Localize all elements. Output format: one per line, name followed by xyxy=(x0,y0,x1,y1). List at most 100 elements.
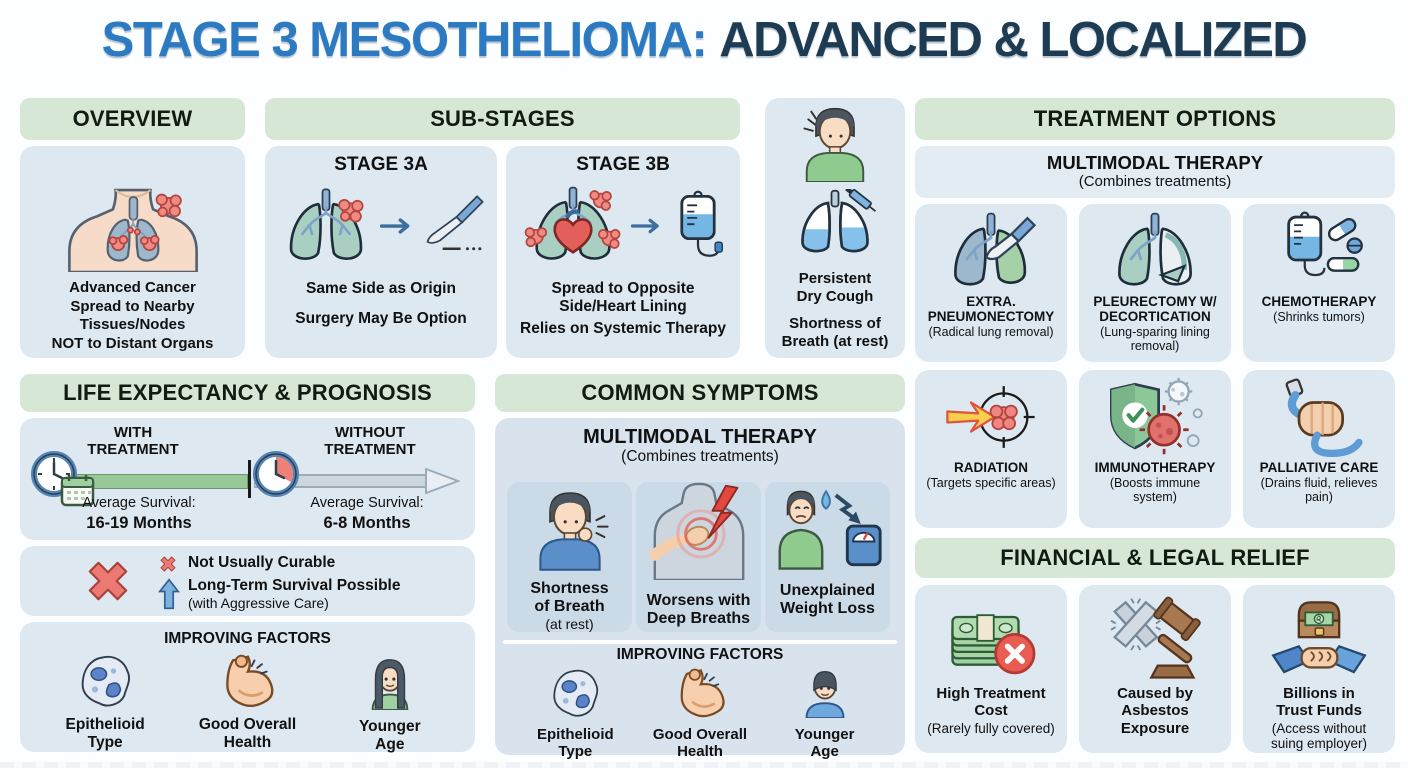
clock-calendar-icon xyxy=(30,450,96,513)
treatment-name: IMMUNOTHERAPY xyxy=(1094,460,1216,475)
scalpel-icon xyxy=(422,194,484,262)
man-icon xyxy=(799,668,851,723)
stage-3b-caption1: Spread to Opposite Side/Heart Lining xyxy=(551,280,695,315)
symptom-name: Worsens with Deep Breaths xyxy=(646,592,751,628)
substages-header: SUB-STAGES xyxy=(265,98,740,140)
iv-pills-icon xyxy=(1271,208,1367,294)
lungs-heart-tumors-icon xyxy=(521,185,625,272)
not-curable-text: Not Usually Curable xyxy=(188,554,336,571)
without-treatment-label: WITHOUT TREATMENT xyxy=(324,424,416,458)
life-header: LIFE EXPECTANCY & PROGNOSIS xyxy=(20,374,475,412)
coughing-person-icon xyxy=(793,104,877,187)
symptom-persistent-dry-cough: Persistent Dry Cough xyxy=(796,270,874,305)
overview-line: Advanced Cancer xyxy=(69,279,196,296)
curability-card: Not Usually Curable Long-Term Survival P… xyxy=(20,546,475,616)
stage-3a-caption2: Surgery May Be Option xyxy=(295,309,467,327)
factor-label: Epithelioid Type xyxy=(65,716,145,751)
chest-lungs-tumors-icon xyxy=(58,150,208,277)
financial-card-asbestos: Caused by Asbestos Exposure xyxy=(1079,585,1231,753)
hand-drain-tube-icon xyxy=(1273,374,1365,460)
treatment-card-immunotherapy: IMMUNOTHERAPY (Boosts immune system) xyxy=(1079,370,1231,528)
factor-label: Good Overall Health xyxy=(652,726,748,761)
overview-header: OVERVIEW xyxy=(20,98,245,140)
symptom-name: Unexplained Weight Loss xyxy=(779,582,876,618)
overview-line: NOT to Distant Organs xyxy=(51,334,214,352)
stage-3a-card: STAGE 3A xyxy=(265,146,497,358)
money-stack-x-icon xyxy=(941,593,1041,685)
life-improving-factors-card: IMPROVING FACTORS Epithelioid Type xyxy=(20,622,475,754)
with-treatment-survival: Average Survival: 16-19 Months xyxy=(34,494,244,534)
treatment-sub: (Radical lung removal) xyxy=(928,325,1054,340)
symptoms-improving-factors-title: IMPROVING FACTORS xyxy=(616,646,784,663)
symptom-name: Shortness of Breath xyxy=(530,580,609,616)
coughing-person-icon xyxy=(526,482,614,576)
lung-lining-peel-icon xyxy=(1106,208,1204,294)
symptoms-multimodal-sub: (Combines treatments) xyxy=(621,448,779,465)
radiation-target-icon xyxy=(943,374,1039,460)
persistent-symptoms-card: Persistent Dry Cough Shortness of Breath… xyxy=(765,98,905,358)
factor-label: Good Overall Health xyxy=(198,716,297,751)
symptom-shortness-breath-rest: Shortness of Breath (at rest) xyxy=(781,315,889,351)
factor-label: Younger Age xyxy=(794,726,855,761)
treatment-name: PALLIATIVE CARE xyxy=(1259,460,1379,475)
stage-3b-title: STAGE 3B xyxy=(576,154,670,175)
title-part1: STAGE 3 MESOTHELIOMA: xyxy=(101,13,708,67)
chest-handshake-icon xyxy=(1269,593,1369,685)
factor-label: Epithelioid Type xyxy=(536,726,614,761)
multimodal-sub: (Combines treatments) xyxy=(1078,173,1232,191)
symptoms-outer-card: MULTIMODAL THERAPY (Combines treatments)… xyxy=(495,418,905,760)
up-arrow-icon xyxy=(158,578,180,615)
long-term-text: Long-Term Survival Possible xyxy=(188,577,401,594)
financial-name: Billions in Trust Funds xyxy=(1276,685,1362,720)
divider xyxy=(503,640,897,644)
timeline-tick xyxy=(248,460,251,498)
financial-card-cost: High Treatment Cost (Rarely fully covere… xyxy=(915,585,1067,753)
factor-epithelioid: Epithelioid Type xyxy=(40,654,170,754)
overview-line: Tissues/Nodes xyxy=(79,316,186,334)
treatment-sub: (Lung-sparing lining removal) xyxy=(1100,325,1210,354)
title-part2: ADVANCED & LOCALIZED xyxy=(719,13,1308,67)
treatment-name: RADIATION xyxy=(954,460,1028,475)
arrow-right-icon xyxy=(630,215,665,242)
stage-3b-card: STAGE 3B xyxy=(506,146,740,358)
factor-health: Good Overall Health xyxy=(182,654,312,754)
weight-loss-scale-icon xyxy=(772,482,884,574)
symptoms-header: COMMON SYMPTOMS xyxy=(495,374,905,412)
stage-3a-caption1: Same Side as Origin xyxy=(306,280,456,297)
without-treatment-survival: Average Survival: 6-8 Months xyxy=(272,494,462,534)
big-x-icon xyxy=(82,555,134,612)
symptoms-multimodal-title: MULTIMODAL THERAPY xyxy=(583,426,817,448)
chest-pain-icon xyxy=(648,482,749,582)
overview-card: Advanced Cancer Spread to Nearby Tissues… xyxy=(20,146,245,358)
treatment-multimodal-bar: MULTIMODAL THERAPY (Combines treatments) xyxy=(915,146,1395,198)
survival-label: Average Survival: xyxy=(82,495,196,511)
treatment-header: TREATMENT OPTIONS xyxy=(915,98,1395,140)
x-mark-icon xyxy=(158,554,178,579)
cell-icon xyxy=(78,654,132,713)
multimodal-title: MULTIMODAL THERAPY xyxy=(1046,151,1264,173)
bicep-icon xyxy=(218,654,276,713)
stage-3b-caption2: Relies on Systemic Therapy xyxy=(520,319,726,337)
lungs-removal-scalpel-icon xyxy=(942,208,1040,294)
treatment-sub: (Shrinks tumors) xyxy=(1273,310,1365,325)
page-title: STAGE 3 MESOTHELIOMA:ADVANCED & LOCALIZE… xyxy=(0,12,1408,68)
without-treatment-value: 6-8 Months xyxy=(323,513,411,532)
clock-red-icon xyxy=(252,450,300,503)
treatment-sub: (Boosts immune system) xyxy=(1109,476,1201,505)
financial-card-trust-funds: Billions in Trust Funds (Access without … xyxy=(1243,585,1395,753)
survival-label: Average Survival: xyxy=(310,495,424,511)
with-treatment-label: WITH TREATMENT xyxy=(87,424,179,458)
fluid-lungs-syringe-icon xyxy=(791,186,879,264)
stage-3a-title: STAGE 3A xyxy=(334,154,428,175)
timeline-card: WITH TREATMENT WITHOUT TREATMENT xyxy=(20,418,475,540)
factor-age: Younger Age xyxy=(325,654,455,754)
treatment-card-palliative: PALLIATIVE CARE (Drains fluid, relieves … xyxy=(1243,370,1395,528)
factor-health: Good Overall Health xyxy=(642,668,757,761)
factor-label: Younger Age xyxy=(358,718,421,753)
long-term-sub: (with Aggressive Care) xyxy=(188,595,329,611)
financial-name: Caused by Asbestos Exposure xyxy=(1117,685,1193,737)
bicep-icon xyxy=(673,668,727,723)
improving-factors-title: IMPROVING FACTORS xyxy=(164,630,331,647)
overview-line: Spread to Nearby xyxy=(70,297,195,315)
